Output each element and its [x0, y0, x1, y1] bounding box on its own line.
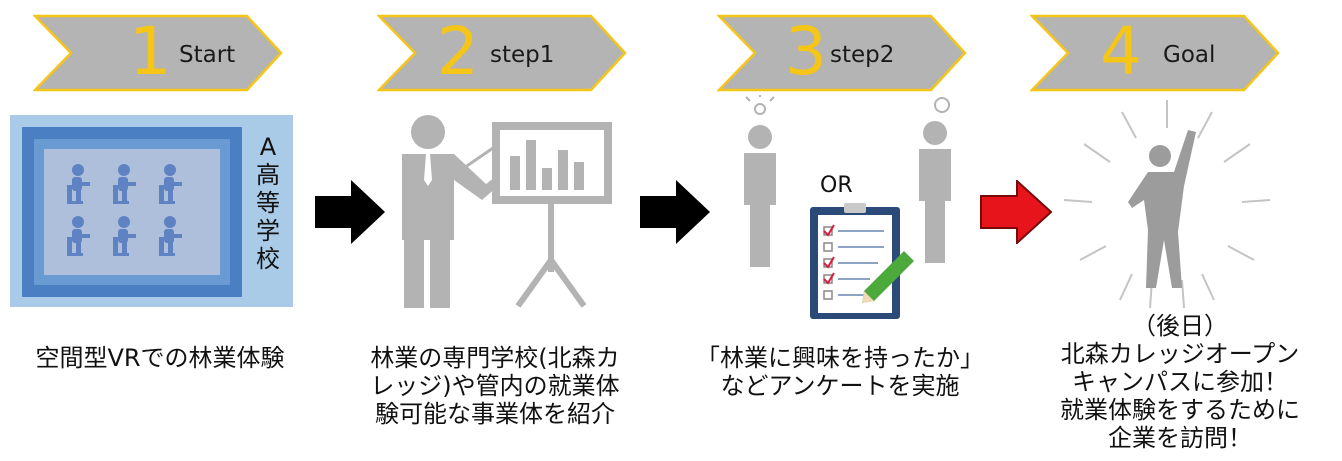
presenter-icon — [402, 115, 612, 308]
school-label-char: 学 — [256, 217, 280, 245]
caption-start: 空間型VRでの林業体験 — [0, 344, 320, 372]
caption-line: 験可能な事業体を紹介 — [375, 400, 615, 428]
survey-people-icon — [744, 93, 951, 267]
step-banner-1: 1 Start — [33, 13, 283, 92]
school-label-char: 高 — [256, 161, 280, 189]
caption-line: （後日） — [1132, 312, 1228, 340]
caption-step1: 林業の専門学校(北森カ レッジ)や管内の就業体 験可能な事業体を紹介 — [345, 344, 645, 428]
step-banner-2: 2 step1 — [377, 13, 627, 92]
step-label: Start — [179, 42, 236, 68]
chevron-shape — [33, 14, 283, 92]
caption-step2: 「林業に興味を持ったか」 などアンケートを実施 — [675, 344, 1005, 400]
arrow-right-red-icon — [980, 180, 1052, 244]
caption-line: レッジ)や管内の就業体 — [370, 372, 620, 400]
step-label: step1 — [490, 42, 555, 68]
school-label-char: 等 — [256, 189, 280, 217]
vr-classroom-illustration: A 高 等 学 校 — [10, 115, 293, 307]
classroom-icon — [10, 115, 293, 307]
caption-line: 「林業に興味を持ったか」 — [696, 344, 984, 372]
chevron-shape — [717, 14, 967, 92]
step-label: step2 — [830, 42, 895, 68]
step-label: Goal — [1163, 42, 1216, 68]
or-label: OR — [820, 173, 853, 198]
goal-illustration — [1062, 100, 1272, 310]
school-label: A 高 等 学 校 — [248, 133, 288, 273]
caption-line: 林業の専門学校(北森カ — [370, 344, 620, 372]
school-label-char: 校 — [256, 245, 280, 273]
arrow-right-icon — [640, 180, 710, 244]
caption-line: 空間型VRでの林業体験 — [35, 344, 285, 372]
step-banner-3: 3 step2 — [717, 13, 967, 92]
step-number: 1 — [129, 13, 171, 90]
chevron-shape — [377, 14, 627, 92]
caption-line: 就業体験をするために — [1060, 396, 1300, 424]
step-number: 4 — [1100, 13, 1142, 90]
presenter-illustration — [390, 110, 630, 310]
clipboard-icon — [810, 203, 914, 319]
caption-goal: （後日） 北森カレッジオープン キャンパスに参加！ 就業体験をするために 企業を… — [1025, 312, 1335, 452]
arrow-right-icon — [315, 180, 385, 244]
caption-line: などアンケートを実施 — [720, 372, 960, 400]
chevron-shape — [1030, 14, 1280, 92]
step-banner-4: 4 Goal — [1030, 13, 1280, 92]
celebrating-person-icon — [1063, 100, 1271, 309]
step-number: 3 — [785, 13, 827, 90]
caption-line: 北森カレッジオープン — [1060, 340, 1300, 368]
survey-illustration: OR — [730, 93, 970, 319]
step-number: 2 — [437, 13, 479, 90]
caption-line: 企業を訪問！ — [1108, 424, 1252, 452]
caption-line: キャンパスに参加！ — [1072, 368, 1288, 396]
school-label-char: A — [259, 133, 277, 161]
